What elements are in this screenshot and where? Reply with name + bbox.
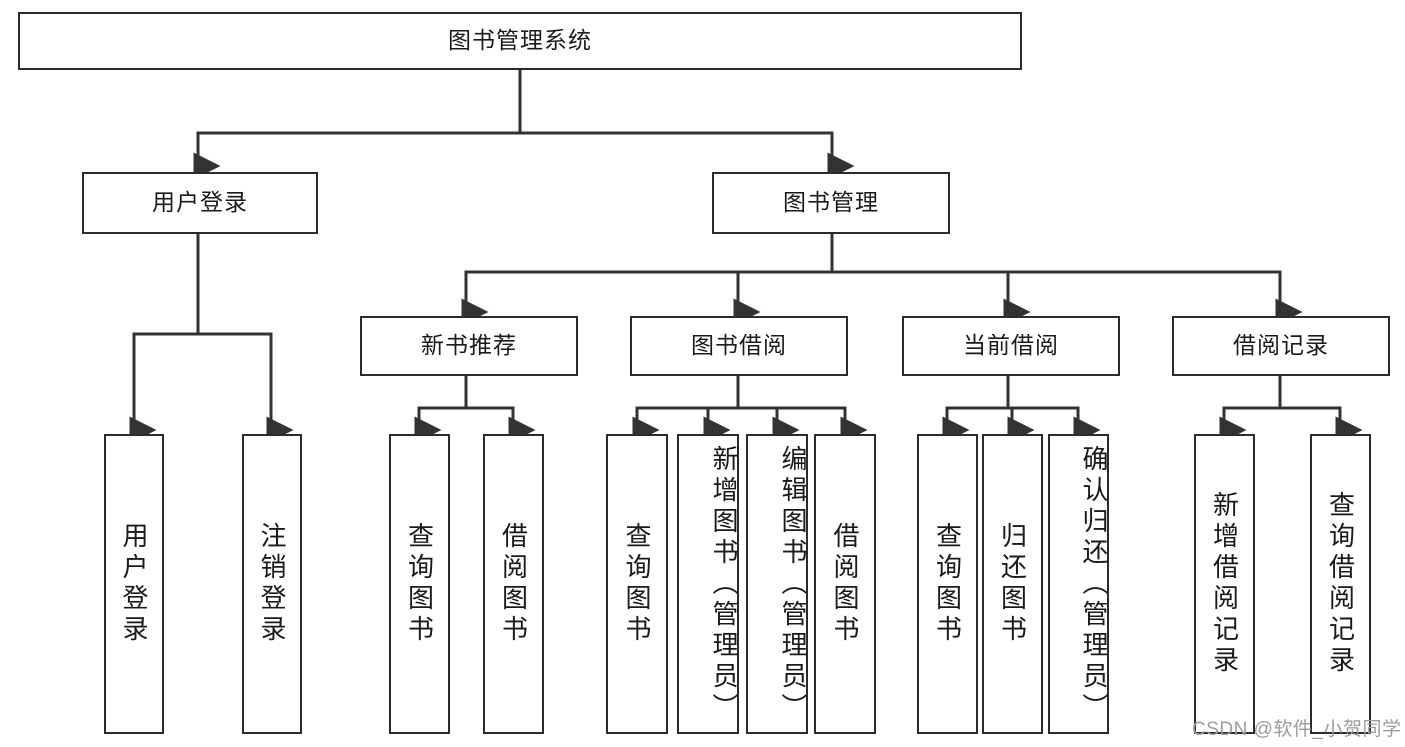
leaf-borrow-book-1[interactable]: 借阅图书 <box>483 434 544 734</box>
leaf-add-book-admin-label: 新增图书（管理员） <box>709 444 739 724</box>
leaf-add-borrow-record-label: 新增借阅记录 <box>1209 491 1240 677</box>
leaf-edit-book-admin-label: 编辑图书（管理员） <box>778 444 808 724</box>
node-root-label: 图书管理系统 <box>448 27 592 54</box>
node-book-manage-label: 图书管理 <box>783 189 879 216</box>
leaf-borrow-book-1-label: 借阅图书 <box>498 522 529 646</box>
leaf-query-book-3-label: 查询图书 <box>932 522 963 646</box>
leaf-query-book-2[interactable]: 查询图书 <box>606 434 668 734</box>
leaf-logout-login[interactable]: 注销登录 <box>242 434 302 734</box>
leaf-query-book-1-label: 查询图书 <box>404 522 435 646</box>
leaf-return-book-label: 归还图书 <box>997 522 1028 646</box>
node-root[interactable]: 图书管理系统 <box>18 12 1022 70</box>
leaf-user-login[interactable]: 用户登录 <box>104 434 164 734</box>
leaf-return-book[interactable]: 归还图书 <box>982 434 1043 734</box>
leaf-logout-login-label: 注销登录 <box>257 522 287 646</box>
leaf-add-book-admin[interactable]: 新增图书（管理员） <box>677 434 739 734</box>
leaf-query-book-3[interactable]: 查询图书 <box>917 434 978 734</box>
leaf-borrow-book-2-label: 借阅图书 <box>830 522 860 646</box>
node-user-login-label: 用户登录 <box>152 189 248 216</box>
leaf-query-borrow-record-label: 查询借阅记录 <box>1325 491 1356 677</box>
node-new-book-recommend[interactable]: 新书推荐 <box>360 316 578 376</box>
leaf-borrow-book-2[interactable]: 借阅图书 <box>814 434 876 734</box>
node-new-book-recommend-label: 新书推荐 <box>421 332 517 359</box>
node-book-borrow[interactable]: 图书借阅 <box>630 316 848 376</box>
leaf-add-borrow-record[interactable]: 新增借阅记录 <box>1194 434 1255 734</box>
leaf-query-book-1[interactable]: 查询图书 <box>389 434 450 734</box>
node-borrow-record-label: 借阅记录 <box>1233 332 1329 359</box>
leaf-confirm-return-admin[interactable]: 确认归还（管理员） <box>1048 434 1109 734</box>
node-user-login[interactable]: 用户登录 <box>82 172 318 234</box>
node-current-borrow[interactable]: 当前借阅 <box>902 316 1120 376</box>
node-book-manage[interactable]: 图书管理 <box>712 172 950 234</box>
leaf-user-login-label: 用户登录 <box>119 522 149 646</box>
leaf-query-borrow-record[interactable]: 查询借阅记录 <box>1310 434 1371 734</box>
node-current-borrow-label: 当前借阅 <box>963 332 1059 359</box>
node-borrow-record[interactable]: 借阅记录 <box>1172 316 1390 376</box>
watermark-text: CSDN @软件_小贺同学 <box>1192 719 1402 740</box>
node-book-borrow-label: 图书借阅 <box>691 332 787 359</box>
leaf-edit-book-admin[interactable]: 编辑图书（管理员） <box>746 434 808 734</box>
leaf-confirm-return-admin-label: 确认归还（管理员） <box>1079 444 1109 724</box>
leaf-query-book-2-label: 查询图书 <box>622 522 652 646</box>
